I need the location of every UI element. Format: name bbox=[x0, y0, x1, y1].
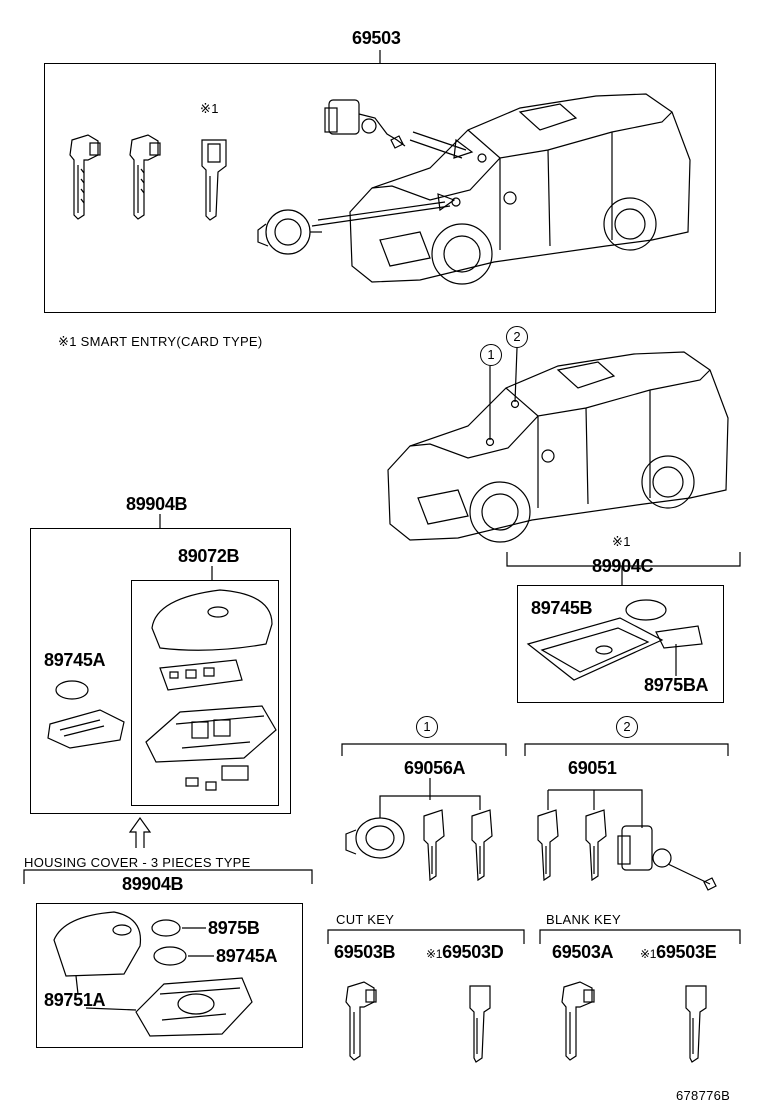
part-number-89745B: 89745B bbox=[531, 598, 593, 618]
blank-key-label: BLANK KEY bbox=[546, 912, 621, 927]
key-fob-housing-icon bbox=[145, 589, 277, 791]
card-key-icon bbox=[201, 139, 227, 221]
arrow-up-icon bbox=[128, 816, 152, 848]
reference-mark: ※1 bbox=[200, 101, 219, 116]
card-key-icon bbox=[469, 985, 491, 1063]
key-icon bbox=[345, 981, 377, 1061]
reference-mark: ※1 bbox=[426, 947, 443, 961]
card-key-icon bbox=[685, 985, 707, 1063]
cut-key-label: CUT KEY bbox=[336, 912, 395, 927]
ignition-cylinder-icon bbox=[257, 209, 322, 255]
plate-icon bbox=[47, 709, 125, 749]
part-number-69503: 69503 bbox=[352, 28, 401, 48]
key-icon bbox=[537, 809, 559, 882]
part-number-89745A: 89745A bbox=[44, 650, 106, 670]
reference-mark: ※1 bbox=[640, 947, 657, 961]
assembly-box-89072B bbox=[131, 580, 279, 806]
assembly-box-69503 bbox=[44, 63, 716, 313]
part-number-89751A: 89751A bbox=[44, 990, 106, 1010]
part-number-8975B: 8975B bbox=[208, 918, 260, 938]
reference-mark: ※1 bbox=[612, 534, 631, 549]
part-number-69503E: ※169503E bbox=[640, 942, 717, 962]
callout-circle-2: 2 bbox=[506, 326, 528, 348]
part-number-69051: 69051 bbox=[568, 758, 617, 778]
part-number-89745A-lower: 89745A bbox=[216, 946, 278, 966]
key-icon bbox=[561, 981, 595, 1061]
part-number-69503B: 69503B bbox=[334, 942, 396, 962]
callout-circle-1: 1 bbox=[416, 716, 438, 738]
key-fob-housing-icon bbox=[53, 911, 253, 1037]
battery-icon bbox=[55, 680, 89, 700]
part-number-89904B: 89904B bbox=[126, 494, 188, 514]
door-lock-cylinder-icon bbox=[324, 99, 406, 149]
suv-icon bbox=[387, 351, 729, 543]
key-icon bbox=[129, 134, 161, 220]
ignition-cylinder-icon bbox=[345, 817, 405, 859]
part-number-69503D: ※169503D bbox=[426, 942, 504, 962]
part-number-89904C: 89904C bbox=[592, 556, 654, 576]
key-icon bbox=[69, 134, 101, 220]
callout-circle-1: 1 bbox=[480, 344, 502, 366]
key-icon bbox=[471, 809, 493, 882]
part-number-69056A: 69056A bbox=[404, 758, 466, 778]
assembly-box-89904B-lower bbox=[36, 903, 303, 1048]
key-icon bbox=[423, 809, 445, 882]
card-key-icon bbox=[526, 599, 703, 681]
part-number-8975BA: 8975BA bbox=[644, 675, 709, 695]
part-number-89904B-lower: 89904B bbox=[122, 874, 184, 894]
part-number-89072B: 89072B bbox=[178, 546, 240, 566]
diagram-id: 678776B bbox=[676, 1088, 731, 1103]
assembly-box-89904B bbox=[30, 528, 291, 814]
assembly-box-89904C bbox=[517, 585, 724, 703]
callout-circle-2: 2 bbox=[616, 716, 638, 738]
key-icon bbox=[585, 809, 607, 882]
housing-cover-note: HOUSING COVER - 3 PIECES TYPE bbox=[24, 855, 251, 870]
smart-entry-note: ※1 SMART ENTRY(CARD TYPE) bbox=[58, 334, 263, 349]
door-lock-cylinder-icon bbox=[617, 825, 717, 891]
suv-icon bbox=[349, 93, 691, 285]
part-number-69503A: 69503A bbox=[552, 942, 614, 962]
